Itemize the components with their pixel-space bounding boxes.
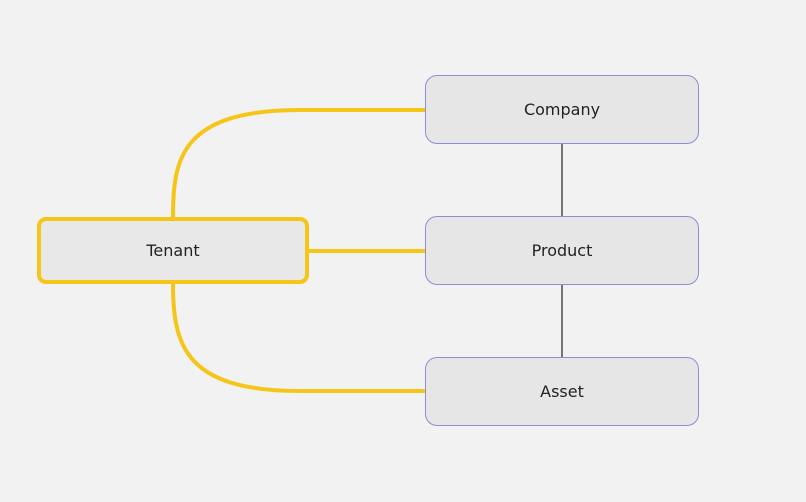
tenant-node[interactable]: Tenant: [37, 217, 309, 284]
asset-node-label: Asset: [540, 382, 584, 401]
company-node[interactable]: Company: [425, 75, 699, 144]
edge-tenant-asset: [171, 282, 427, 393]
product-node[interactable]: Product: [425, 216, 699, 285]
edge-tenant-company: [171, 108, 427, 219]
tenant-node-label: Tenant: [146, 241, 200, 260]
company-node-label: Company: [523, 100, 601, 119]
asset-node[interactable]: Asset: [425, 357, 699, 426]
product-node-label: Product: [531, 241, 593, 260]
